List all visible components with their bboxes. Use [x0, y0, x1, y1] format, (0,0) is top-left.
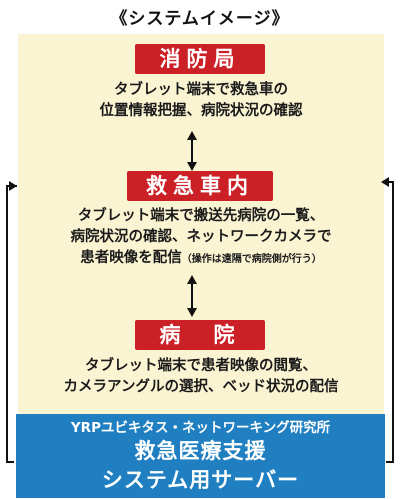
desc-line: 位置情報把握、病院状況の確認	[99, 103, 303, 119]
hospital-label: 病 院	[135, 320, 265, 350]
desc-line: 病院状況の確認、ネットワークカメラで	[70, 229, 332, 245]
desc-line: タブレット端末で救急車の	[114, 82, 288, 98]
desc-line: タブレット端末で搬送先病院の一覧、	[77, 208, 325, 224]
desc-line: カメラアングルの選択、ベッド状況の配信	[63, 379, 339, 395]
server-organization: YRPユビキタス・ネットワーキング研究所	[70, 420, 331, 436]
server-name-line-1: 救急医療支援	[134, 439, 267, 463]
server-name-line-2: システム用サーバー	[101, 468, 300, 492]
diagram-heading: 《システムイメージ》	[110, 9, 290, 29]
desc-line: タブレット端末で患者映像の閲覧、	[85, 358, 317, 374]
ambulance-description: タブレット端末で搬送先病院の一覧、 病院状況の確認、ネットワークカメラで 患者映…	[24, 206, 378, 270]
fire-ambulance-double-arrow	[187, 131, 197, 171]
fire-department-description: タブレット端末で救急車の 位置情報把握、病院状況の確認	[24, 80, 378, 122]
desc-line: 患者映像を配信（操作は遠隔で病院側が行う）	[24, 248, 378, 270]
remote-operation-note: （操作は遠隔で病院側が行う）	[181, 254, 322, 265]
server-left-bracket-arrow	[6, 181, 17, 463]
hospital-description: タブレット端末で患者映像の閲覧、 カメラアングルの選択、ベッド状況の配信	[24, 356, 378, 398]
fire-department-label: 消防局	[135, 44, 265, 74]
desc-line-text: 患者映像を配信	[80, 250, 182, 266]
server-right-bracket-arrow	[381, 177, 394, 463]
ambulance-hospital-double-arrow	[187, 275, 197, 317]
ambulance-label: 救急車内	[127, 171, 273, 201]
system-panel	[18, 34, 384, 418]
server-box: YRPユビキタス・ネットワーキング研究所 救急医療支援 システム用サーバー	[16, 414, 385, 498]
